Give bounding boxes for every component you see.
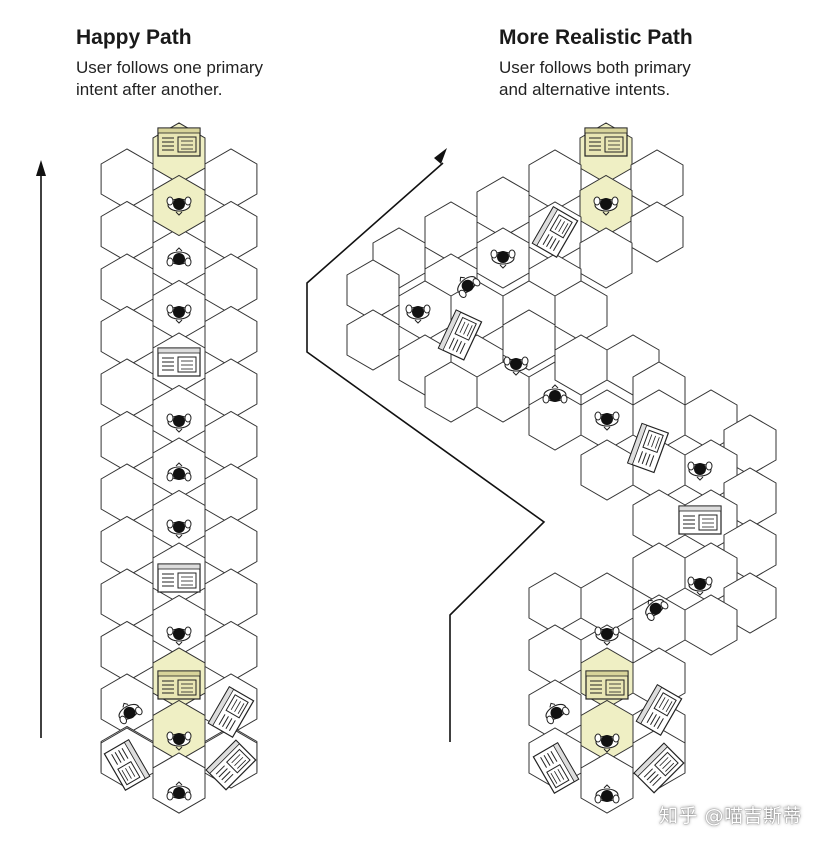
hex-cell	[100, 253, 154, 315]
hex-cell	[580, 752, 634, 814]
screen-mockup-icon	[531, 205, 579, 259]
person-top-down-icon	[405, 304, 431, 324]
path-arrows	[36, 148, 546, 742]
hex-cell	[528, 149, 582, 211]
person-top-down-icon	[166, 626, 192, 646]
person-top-down-icon	[687, 461, 713, 481]
hex-cell	[579, 227, 633, 289]
person-top-down-icon	[645, 599, 669, 621]
person-top-down-icon	[594, 784, 620, 804]
screen-mockup-icon	[205, 739, 257, 791]
person-top-down-icon	[593, 196, 619, 216]
hex-cell	[528, 624, 582, 686]
hex-cell	[100, 463, 154, 525]
screen-mockup-icon	[437, 309, 483, 361]
screen-mockup-icon	[207, 685, 255, 739]
hex-cell	[100, 410, 154, 473]
hex-grid	[100, 122, 777, 814]
hex-cell	[204, 253, 258, 315]
screen-mockup-icon	[157, 347, 201, 377]
hex-cell	[346, 309, 400, 371]
hex-cell	[632, 542, 686, 604]
screen-mockup-icon	[633, 742, 685, 794]
up-arrow-icon	[434, 148, 447, 164]
up-arrow-icon	[36, 160, 46, 176]
person-top-down-icon	[166, 196, 192, 216]
person-top-down-icon	[503, 356, 529, 376]
screen-mockup-icon	[103, 738, 151, 792]
screen-mockup-icon	[157, 670, 201, 700]
screen-mockup-icon	[626, 422, 670, 474]
hex-cell	[100, 305, 154, 368]
hex-cell	[424, 201, 478, 263]
person-top-down-icon	[594, 626, 620, 646]
happy-path-title: Happy Path	[76, 26, 192, 49]
hex-cell	[204, 305, 258, 368]
happy-path-description: User follows one primary intent after an…	[76, 58, 264, 99]
realistic-path-arrow-line	[306, 162, 546, 742]
hex-cell	[152, 752, 206, 814]
hex-cell	[204, 358, 258, 420]
person-top-down-icon	[118, 702, 143, 725]
realistic-path-description: User follows both primary and alternativ…	[499, 58, 691, 99]
hex-cell	[152, 489, 206, 552]
hex-cell	[100, 515, 154, 578]
hex-cell	[204, 515, 258, 578]
hex-cell	[424, 361, 478, 423]
screen-mockup-icon	[678, 505, 722, 535]
person-top-down-icon	[166, 519, 192, 539]
hex-cell	[684, 594, 738, 656]
hex-cell	[100, 620, 154, 683]
screen-mockup-icon	[157, 563, 201, 593]
screen-mockup-icon	[157, 127, 201, 157]
hex-cell	[580, 572, 634, 634]
person-top-down-icon	[542, 384, 568, 404]
hex-cell	[528, 572, 582, 634]
hex-cell	[204, 620, 258, 683]
person-top-down-icon	[594, 733, 620, 753]
hex-cell	[204, 410, 258, 473]
hex-cell	[630, 201, 684, 263]
realistic-path-header: More Realistic Path User follows both pr…	[499, 26, 799, 101]
hex-cell	[100, 568, 154, 630]
person-top-down-icon	[687, 576, 713, 596]
happy-path-header: Happy Path User follows one primary inte…	[76, 26, 376, 101]
screen-mockup-icon	[532, 741, 580, 795]
hex-cell	[204, 568, 258, 630]
person-top-down-icon	[166, 247, 192, 267]
hex-cell	[632, 489, 686, 551]
person-top-down-icon	[545, 702, 570, 725]
hex-cell	[630, 149, 684, 211]
person-top-down-icon	[166, 731, 192, 751]
hex-cell	[152, 594, 206, 657]
screen-mockup-icon	[635, 683, 683, 737]
hex-cell	[100, 358, 154, 420]
screen-mockup-icon	[585, 670, 629, 700]
hex-cell	[204, 200, 258, 263]
person-top-down-icon	[594, 411, 620, 431]
icon-layer	[103, 127, 722, 804]
person-top-down-icon	[490, 249, 516, 269]
hex-cell	[580, 439, 634, 501]
person-top-down-icon	[166, 781, 192, 801]
person-top-down-icon	[166, 462, 192, 482]
person-top-down-icon	[166, 413, 192, 433]
hex-cell	[204, 148, 258, 210]
hex-cell	[100, 200, 154, 263]
person-top-down-icon	[166, 304, 192, 324]
person-top-down-icon	[457, 276, 481, 298]
hex-cell	[100, 148, 154, 210]
hex-cell	[204, 463, 258, 525]
realistic-path-title: More Realistic Path	[499, 26, 693, 49]
watermark: 知乎 @喵吉斯蒂	[658, 805, 802, 827]
screen-mockup-icon	[584, 127, 628, 157]
hex-cell	[152, 699, 206, 762]
